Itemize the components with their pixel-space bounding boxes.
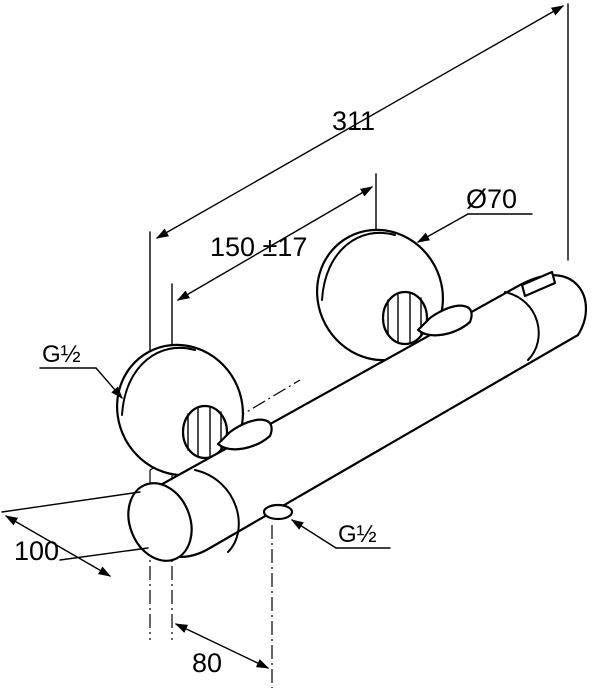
label-outlet-bottom-text: G½: [338, 521, 377, 548]
dim-depth: 100: [1, 491, 149, 577]
dim-overall-length-text: 311: [332, 106, 375, 136]
mixer-body: [127, 270, 588, 562]
dim-inlet-spacing-text: 150 ±17: [210, 232, 307, 262]
dim-outlet-offset-text: 80: [192, 648, 222, 678]
dim-depth-text: 100: [14, 536, 59, 566]
dim-inlet-spacing: 150 ±17: [176, 186, 374, 301]
label-outlet-bottom: G½: [290, 519, 391, 549]
label-inlet-left: G½: [39, 341, 123, 399]
dim-rosette-diameter-text: Ø70: [466, 184, 517, 214]
dim-rosette-diameter: Ø70: [416, 184, 533, 243]
rosette-left: [115, 343, 245, 477]
dim-outlet-offset: 80: [174, 623, 270, 678]
label-inlet-left-text: G½: [42, 341, 81, 368]
